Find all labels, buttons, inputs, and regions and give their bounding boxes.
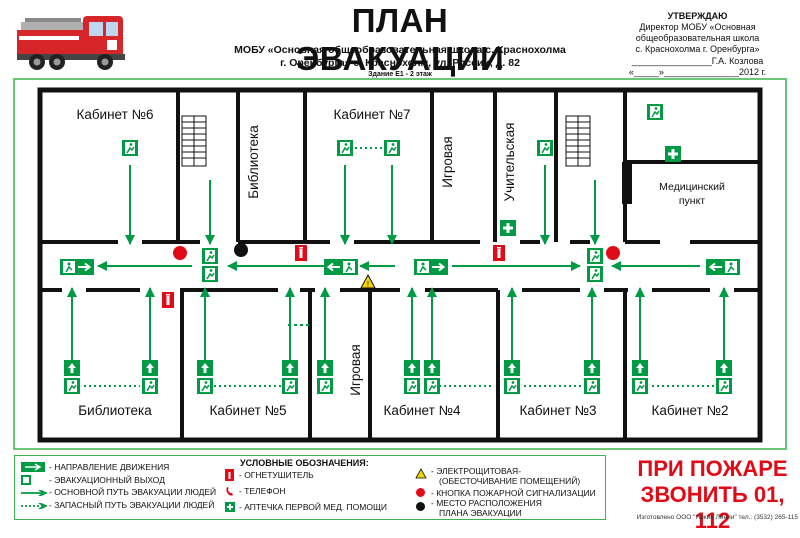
approval-heading: УТВЕРЖДАЮ [667, 11, 728, 21]
exit-sign-icon [413, 258, 449, 276]
legend: УСЛОВНЫЕ ОБОЗНАЧЕНИЯ: - НАПРАВЛЕНИЕ ДВИЖ… [14, 455, 606, 520]
legend-direction: - НАПРАВЛЕНИЕ ДВИЖЕНИЯ [49, 462, 170, 472]
first-aid-icon [500, 220, 516, 236]
legend-phone: - ТЕЛЕФОН [239, 486, 286, 496]
legend-location-note: ПЛАНА ЭВАКУАЦИИ [439, 508, 522, 518]
approval-signature: ________________Г.А. Козлова [631, 56, 764, 66]
staircase-icon [565, 115, 591, 167]
room-label: Медицинский [659, 181, 725, 193]
legend-first-aid: - АПТЕЧКА ПЕРВОЙ МЕД. ПОМОЩИ [239, 502, 388, 512]
exit-sign-icon [323, 258, 359, 276]
fire-alarm-icon [416, 488, 425, 497]
approval-line2: общеобразовательная школа [635, 33, 760, 43]
room-label: Игровая [440, 136, 455, 187]
phone-icon [226, 487, 233, 496]
you-are-here-icon [416, 502, 425, 511]
first-aid-icon [665, 146, 681, 162]
legend-title: УСЛОВНЫЕ ОБОЗНАЧЕНИЯ: [240, 458, 369, 468]
exit-sign-icon [59, 258, 95, 276]
fire-call-line2: ЗВОНИТЬ 01, 112 [640, 482, 785, 533]
fire-extinguisher-icon [493, 245, 505, 261]
room-label: Библиотека [246, 125, 261, 199]
legend-location: - МЕСТО РАСПОЛОЖЕНИЯ [431, 498, 542, 508]
legend-reserve-route: - ЗАПАСНЫЙ ПУТЬ ЭВАКУАЦИИ ЛЮДЕЙ [49, 500, 215, 510]
arrow-icon [21, 490, 47, 496]
school-name-line1: МОБУ «Основная общеобразовательная школа… [234, 44, 566, 56]
legend-alarm: - КНОПКА ПОЖАРНОЙ СИГНАЛИЗАЦИИ [431, 488, 596, 498]
medical-pillar [622, 162, 632, 204]
arrow-icon [21, 462, 45, 472]
floor-plan: ! Кабинет №6 Библиотека Кабинет №7 Игров… [13, 78, 787, 450]
approval-date: «_____»_______________2012 г. [628, 67, 767, 77]
you-are-here-icon [234, 243, 248, 257]
school-name-line2: г. Оренбурга» с. Краснохолм, ул. России,… [280, 57, 520, 69]
fire-alarm-icon [173, 246, 187, 260]
room-label: Кабинет №5 [209, 403, 286, 418]
room-label: Кабинет №3 [519, 403, 596, 418]
room-label: Кабинет №2 [651, 403, 728, 418]
bottom-row-walls [40, 288, 760, 440]
exit-sign-icon [21, 475, 31, 485]
room-label: Игровая [348, 344, 363, 395]
legend-extinguisher: - ОГНЕТУШИТЕЛЬ [239, 470, 314, 480]
approval-line1: Директор МОБУ «Основная [639, 22, 756, 32]
arrow-icon [21, 503, 47, 509]
electrical-hazard-icon: ! [360, 273, 376, 289]
room-label: Кабинет №7 [333, 107, 410, 122]
fire-truck-icon [17, 16, 125, 70]
legend-electrical-note: (ОБЕСТОЧИВАНИЕ ПОМЕЩЕНИЙ) [439, 476, 581, 486]
fire-alarm-icon [606, 246, 620, 260]
outer-walls [37, 87, 763, 443]
legend-electrical: - ЭЛЕКТРОЩИТОВАЯ- [431, 466, 522, 476]
exit-sign-icon [705, 258, 741, 276]
manufacturer-note: Изготовлено ООО "Яркие Линии" тел.: (353… [636, 514, 798, 521]
fire-extinguisher-icon [162, 292, 174, 308]
fire-extinguisher-icon [225, 469, 234, 481]
room-label: Кабинет №4 [383, 403, 461, 418]
svg-text:!: ! [367, 280, 369, 289]
room-label: Кабинет №6 [76, 107, 153, 122]
fire-call-line1: ПРИ ПОЖАРЕ [637, 456, 788, 481]
electrical-hazard-icon [415, 468, 427, 479]
approval-line3: с. Краснохолма г. Оренбурга» [635, 44, 760, 54]
staircase-icon [181, 115, 207, 167]
room-label: Учительская [502, 123, 517, 202]
plan-frame [13, 78, 787, 450]
fire-extinguisher-icon [295, 245, 307, 261]
first-aid-icon [225, 502, 235, 512]
room-label: пункт [679, 195, 705, 207]
room-label: Библиотека [78, 403, 152, 418]
page-title: ПЛАН ЭВАКУАЦИИ [295, 2, 505, 77]
legend-main-route: - ОСНОВНОЙ ПУТЬ ЭВАКУАЦИИ ЛЮДЕЙ [49, 487, 217, 497]
building-floor: Здание Е1 - 2 этаж [368, 71, 432, 78]
legend-exit: - ЭВАКУАЦИОННЫЙ ВЫХОД [49, 475, 165, 485]
